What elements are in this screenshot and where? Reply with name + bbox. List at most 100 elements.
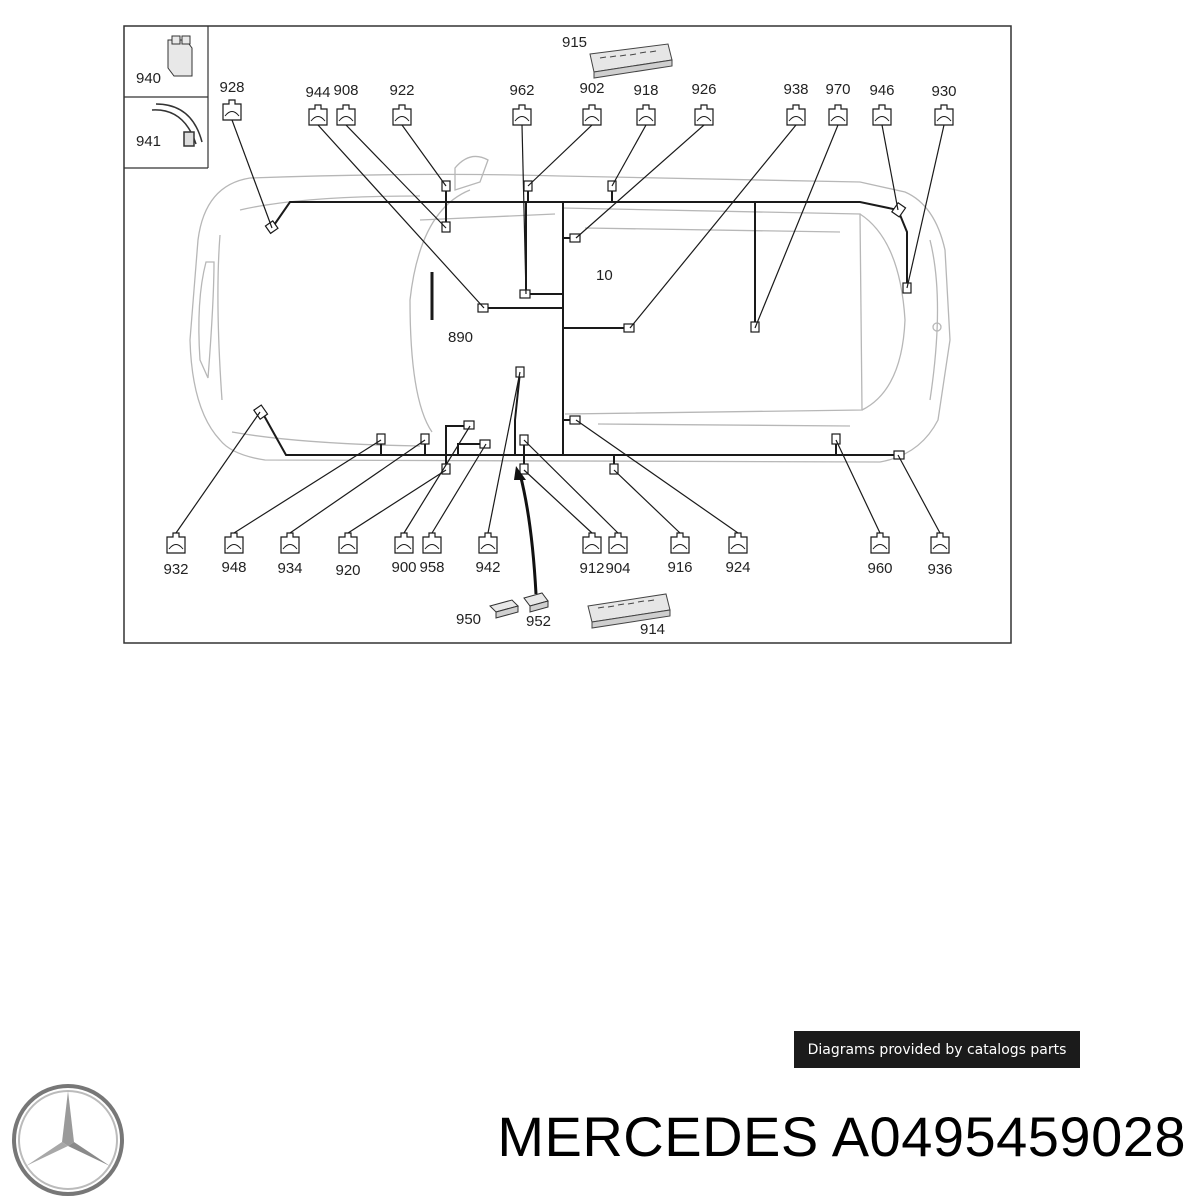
car-body-outline — [189, 155, 951, 463]
connector-label-958: 958 — [419, 559, 444, 576]
mercedes-star-logo-icon — [12, 1084, 124, 1196]
connector-928-icon — [222, 99, 242, 121]
leader-line-970 — [754, 124, 839, 329]
connector-label-934: 934 — [277, 560, 302, 577]
leader-line-924 — [575, 419, 739, 534]
leader-line-918 — [611, 124, 647, 187]
leader-line-932 — [175, 411, 261, 534]
connector-label-900: 900 — [391, 559, 416, 576]
leader-line-916 — [613, 469, 681, 534]
connector-label-922: 922 — [389, 82, 414, 99]
connector-926-icon — [694, 104, 714, 126]
connector-942-icon — [478, 532, 498, 554]
leader-line-912 — [523, 469, 593, 534]
connector-label-908: 908 — [333, 82, 358, 99]
leader-line-944 — [317, 124, 485, 309]
connector-920-icon — [338, 532, 358, 554]
leader-line-946 — [881, 124, 899, 211]
leader-line-942 — [487, 371, 521, 534]
connector-946-icon — [872, 104, 892, 126]
leader-line-926 — [575, 124, 705, 239]
leader-line-958 — [431, 443, 487, 534]
leader-line-962 — [521, 124, 527, 295]
connector-label-926: 926 — [691, 81, 716, 98]
connector-902-icon — [582, 104, 602, 126]
fuse-block-914-icon — [587, 593, 671, 629]
connector-label-930: 930 — [931, 83, 956, 100]
connector-label-970: 970 — [825, 81, 850, 98]
connector-label-918: 918 — [633, 82, 658, 99]
inset-label-940: 940 — [136, 70, 161, 87]
leader-line-934 — [289, 439, 426, 534]
leader-lines — [175, 119, 945, 534]
connector-label-928: 928 — [219, 79, 244, 96]
leader-line-960 — [835, 439, 881, 534]
leader-line-948 — [233, 439, 382, 534]
connector-960-icon — [870, 532, 890, 554]
relay-label-952: 952 — [526, 613, 551, 630]
relay-label-950: 950 — [456, 611, 481, 628]
fuse-block-label-915: 915 — [562, 34, 587, 51]
connector-962-icon — [512, 104, 532, 126]
connector-936-icon — [930, 532, 950, 554]
connector-932-icon — [166, 532, 186, 554]
inset-box — [124, 26, 209, 169]
leader-line-908 — [345, 124, 447, 229]
connector-924-icon — [728, 532, 748, 554]
part-number: A0495459028 — [831, 1105, 1186, 1168]
connector-label-904: 904 — [605, 560, 630, 577]
leader-line-902 — [527, 124, 593, 187]
wiring-harness — [261, 186, 908, 470]
antenna-label: 890 — [448, 329, 473, 346]
connector-912-icon — [582, 532, 602, 554]
leader-line-928 — [231, 119, 273, 229]
connector-label-924: 924 — [725, 559, 750, 576]
brand-name: MERCEDES — [497, 1105, 819, 1168]
connector-label-916: 916 — [667, 559, 692, 576]
connector-918-icon — [636, 104, 656, 126]
connector-label-932: 932 — [163, 561, 188, 578]
leader-line-904 — [523, 439, 619, 534]
part-title: MERCEDES A0495459028 — [497, 1104, 1186, 1169]
leader-line-930 — [906, 124, 945, 289]
connector-922-icon — [392, 104, 412, 126]
diagram-frame — [123, 25, 1012, 644]
relay-952-icon — [523, 592, 549, 613]
connector-label-912: 912 — [579, 560, 604, 577]
leader-line-920 — [347, 469, 447, 534]
leader-line-922 — [401, 124, 447, 187]
fuse-block-915-icon — [589, 43, 673, 79]
connector-944-icon — [308, 104, 328, 126]
connector-label-944: 944 — [305, 84, 330, 101]
connector-label-902: 902 — [579, 80, 604, 97]
connector-label-946: 946 — [869, 82, 894, 99]
leader-line-936 — [897, 454, 941, 534]
connector-label-936: 936 — [927, 561, 952, 578]
relay-arrow — [514, 466, 538, 595]
connector-938-icon — [786, 104, 806, 126]
leader-line-900 — [403, 425, 471, 534]
connector-label-960: 960 — [867, 560, 892, 577]
connector-908-icon — [336, 104, 356, 126]
fuse-block-label-914: 914 — [640, 621, 665, 638]
connector-934-icon — [280, 532, 300, 554]
connector-symbols — [166, 99, 954, 554]
inset-label-941: 941 — [136, 133, 161, 150]
connector-label-920: 920 — [335, 562, 360, 579]
connector-930-icon — [934, 104, 954, 126]
connector-900-icon — [394, 532, 414, 554]
leader-line-938 — [629, 124, 797, 329]
connector-label-962: 962 — [509, 82, 534, 99]
relay-950-icon — [489, 599, 519, 619]
harness-label: 10 — [596, 267, 613, 284]
inset-part-941-icon — [151, 103, 203, 147]
connector-label-948: 948 — [221, 559, 246, 576]
inset-part-940-icon — [167, 35, 193, 77]
connector-916-icon — [670, 532, 690, 554]
connector-948-icon — [224, 532, 244, 554]
connector-label-942: 942 — [475, 559, 500, 576]
connector-970-icon — [828, 104, 848, 126]
